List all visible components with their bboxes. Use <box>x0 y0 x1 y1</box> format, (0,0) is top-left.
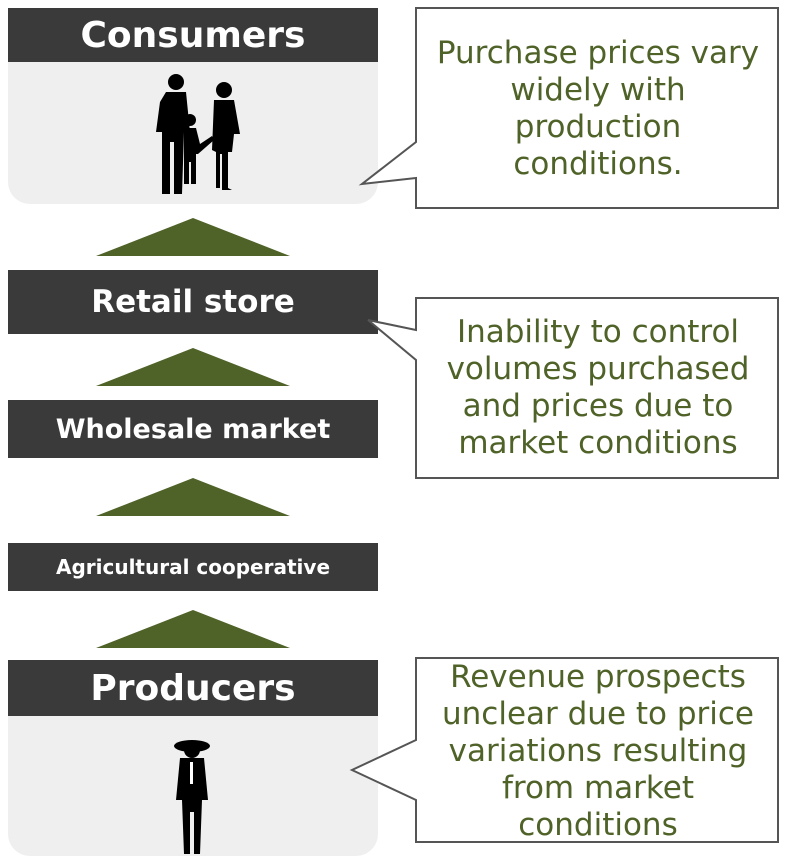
stage-consumers: Consumers <box>8 8 378 62</box>
note-consumers: Purchase prices vary widely with product… <box>436 35 760 182</box>
flow-arrow-4 <box>96 610 290 648</box>
flow-arrow-1 <box>96 218 290 256</box>
flow-arrow-2 <box>96 348 290 386</box>
stage-agricultural-cooperative: Agricultural cooperative <box>8 543 378 591</box>
stage-retail-store: Retail store <box>8 270 378 334</box>
note-producers: Revenue prospects unclear due to price v… <box>442 658 754 843</box>
stage-producers: Producers <box>8 660 378 716</box>
note-retail: Inability to control volumes purchased a… <box>446 314 750 461</box>
flow-arrow-3 <box>96 478 290 516</box>
stage-wholesale-market: Wholesale market <box>8 400 378 458</box>
family-silhouette-icon <box>156 74 240 194</box>
farmer-silhouette-icon <box>174 740 210 854</box>
